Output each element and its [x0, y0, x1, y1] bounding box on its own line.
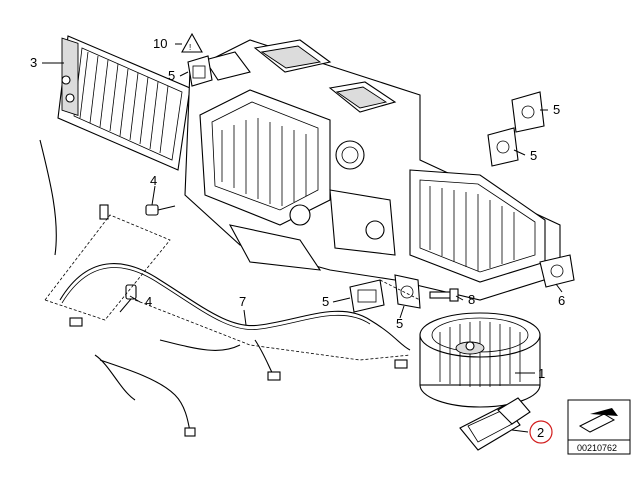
- callout-1[interactable]: 1: [538, 366, 545, 381]
- callout-3[interactable]: 3: [30, 55, 37, 70]
- callout-5-lower-mid[interactable]: 5: [396, 316, 403, 331]
- callout-6[interactable]: 6: [558, 293, 565, 308]
- callout-2[interactable]: 2: [537, 425, 544, 440]
- sensor-upper-part: [145, 204, 176, 216]
- callout-2-highlight[interactable]: 2: [529, 420, 553, 444]
- highlight-circle: [529, 420, 553, 444]
- assembly-guide-lines: [44, 214, 421, 361]
- callout-4-lower[interactable]: 4: [145, 294, 152, 309]
- leader-lines: [42, 43, 563, 433]
- actuator-right-upper-part: [511, 91, 545, 133]
- orientation-arrow-icon: [578, 408, 618, 433]
- callout-5-lower-left[interactable]: 5: [322, 294, 329, 309]
- actuator-lower-left-part: [349, 279, 385, 313]
- screw-part: [429, 288, 459, 302]
- heater-core-part: [57, 35, 191, 171]
- hvac-housing-part: [184, 39, 561, 301]
- actuator-right-mid-part: [487, 127, 519, 167]
- svg-text:!: !: [189, 43, 191, 52]
- actuator-six-part: [539, 254, 575, 288]
- callout-8[interactable]: 8: [468, 292, 475, 307]
- callout-4-upper[interactable]: 4: [150, 173, 157, 188]
- actuator-lower-mid-part: [394, 274, 421, 309]
- callout-10[interactable]: 10: [153, 36, 167, 51]
- callout-5-right-upper[interactable]: 5: [553, 102, 560, 117]
- document-number-box: 00210762: [567, 399, 631, 455]
- sensor-lower-part: [119, 284, 137, 313]
- callout-5-right-mid[interactable]: 5: [530, 148, 537, 163]
- blower-resistor-part: [459, 397, 531, 451]
- callout-5-top[interactable]: 5: [168, 68, 175, 83]
- document-number: 00210762: [577, 443, 617, 453]
- warning-triangle-icon: !: [181, 32, 203, 53]
- blower-motor-part: [419, 312, 541, 408]
- wiring-harness-part: [39, 139, 411, 437]
- callout-7[interactable]: 7: [239, 294, 246, 309]
- actuator-top-part: [187, 55, 213, 87]
